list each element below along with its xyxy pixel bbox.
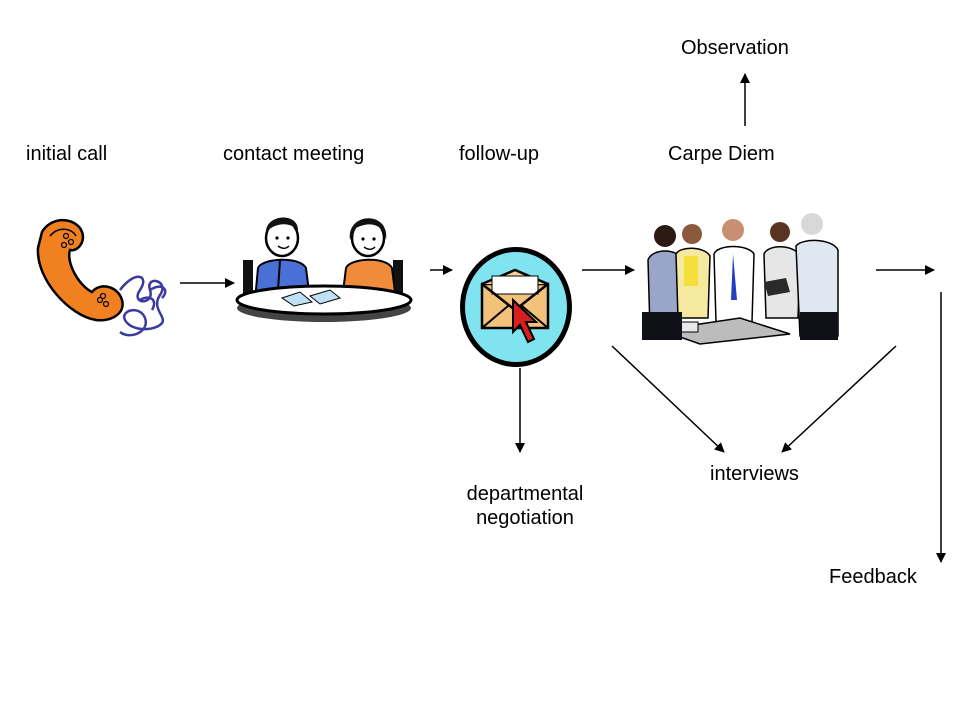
business-team-icon — [642, 213, 839, 345]
label-carpe-diem: Carpe Diem — [668, 143, 775, 165]
label-departmental-line1: departmental — [466, 483, 584, 505]
label-interviews: interviews — [710, 463, 799, 485]
label-contact-meeting: contact meeting — [223, 143, 365, 165]
label-departmental-negotiation: departmental negotiation — [440, 482, 610, 530]
label-departmental-line2: negotiation — [476, 507, 574, 529]
label-feedback: Feedback — [829, 566, 917, 588]
label-follow-up: follow-up — [459, 143, 540, 165]
arrows — [180, 73, 946, 563]
label-initial-call: initial call — [26, 143, 108, 165]
arrow-left-to-interviews — [611, 345, 725, 453]
label-observation: Observation — [681, 37, 789, 59]
meeting-table-icon — [235, 217, 413, 322]
email-envelope-icon — [460, 247, 572, 367]
telephone-icon — [36, 219, 167, 337]
arrow-right-to-interviews — [781, 345, 897, 453]
